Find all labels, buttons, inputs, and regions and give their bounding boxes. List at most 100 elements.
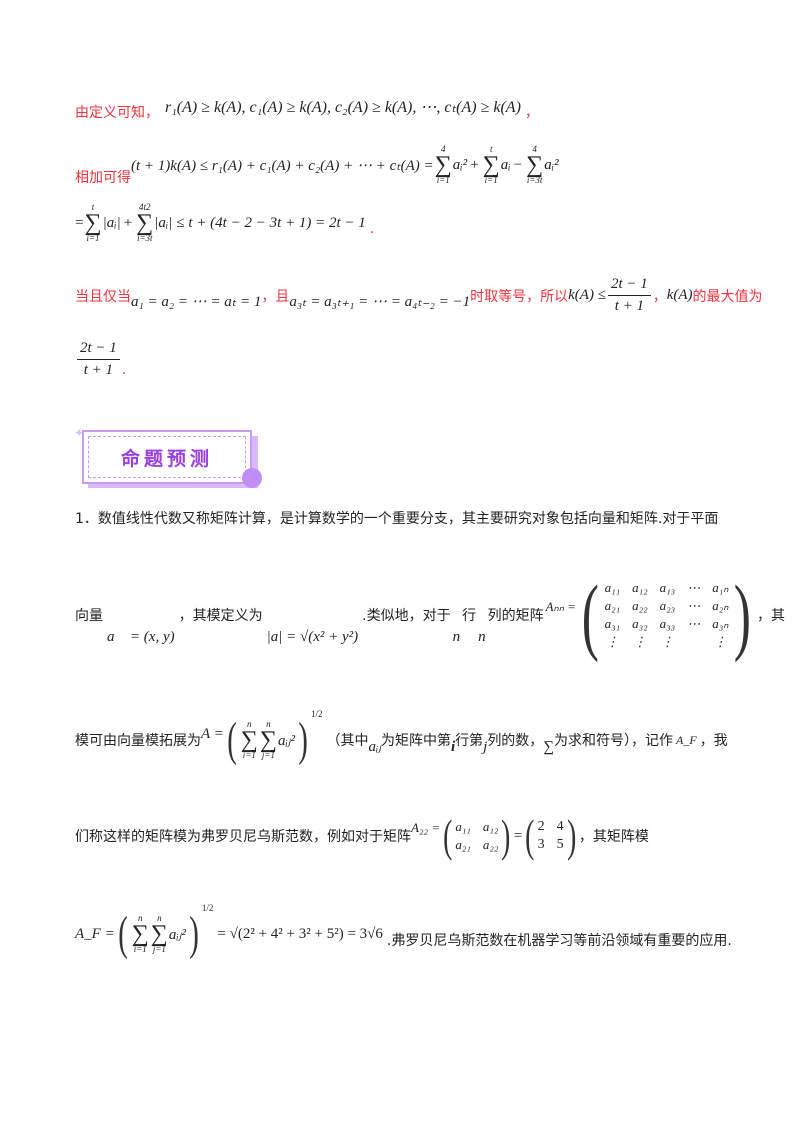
math: j [483,738,488,755]
sum-symbol: n∑j=1 [150,913,168,954]
sum-symbol: 4t2∑i=3t [136,202,154,243]
matrix-cell [687,634,700,650]
sum-symbol: 4∑i=3t [526,144,544,185]
norm-def: |a| = √(x² + y²) [266,628,359,645]
op: = [75,214,84,231]
lower: i=1 [242,750,256,760]
banner-title: 命题预测 [120,447,213,470]
math: A_F [676,732,697,747]
exponent: 1/2 [201,903,214,913]
label: 相加可得 [75,170,131,186]
matrix-cell: a₂ₙ [712,598,729,613]
matrix-cell: a₁₂ [632,580,648,595]
text: 们称这样的矩阵模为弗罗贝尼乌斯范数，例如对于矩阵 [75,829,411,845]
text: 当且仅当 [75,288,131,305]
math-n: n [478,628,486,645]
upper: n [137,913,143,923]
planet-icon [242,468,262,488]
exponent: 1/2 [310,709,323,719]
text: 时取等号，所以 [470,288,569,305]
lower: j=1 [152,944,166,954]
denominator: t + 1 [614,298,644,315]
matrix-cell: 3 [537,837,545,852]
text: ，其矩阵模 [578,829,649,845]
text: 为矩阵中第 [380,733,451,749]
matrix-cell: 4 [556,819,564,834]
op: + [470,156,479,173]
term: |aᵢ| [102,214,121,231]
matrix-cell: a₂₃ [659,598,676,613]
op: + [123,214,133,231]
math: i [450,738,456,755]
text: .弗罗贝尼乌斯范数在机器学习等前沿领域有重要的应用. [386,933,732,949]
upper: t [489,144,493,154]
matrix-cell: a₃₁ [604,616,621,631]
matrix-cell: a₂₁ [455,837,471,852]
matrix-definition-line: 向量 a⃗ = (x, y) ，其模定义为 |a| = √(x² + y²) .… [75,567,786,663]
sigma-symbol: ∑ [543,738,555,755]
problem-intro: 1．数值线性代数又称矩阵计算，是计算数学的一个重要分支，其主要研究对象包括向量和… [75,511,719,527]
text: .类似地，对于 [362,608,451,624]
matrix-cell: a₂₁ [604,598,621,613]
math: a₁ = a₂ = ⋯ = aₜ = 1 [131,294,262,311]
matrix-cell: a₁ₙ [712,580,729,595]
matrix-cell: ⋮ [605,634,619,649]
punct: . [121,361,127,378]
lower: i=3t [526,175,543,185]
text: 的最大值为 [692,288,763,305]
math: k(A) ≤ [568,287,606,304]
line-sum: 相加可得 (t + 1)k(A) ≤ r₁(A) + c₁(A) + c₂(A)… [75,144,559,187]
matrix-cell: 2 [537,819,545,834]
lower: i=1 [436,175,450,185]
text: （其中 [326,733,369,749]
vector-def: a⃗ = (x, y) [107,628,175,645]
math: aᵢⱼ [368,738,381,755]
matrix-name: Aₙₙ = [545,599,576,614]
lower: i=1 [86,233,100,243]
lower: i=3t [136,233,153,243]
numerator: 2t − 1 [607,276,651,297]
matrix-cell: a₂₂ [632,598,648,613]
matrix-cell: a₁₂ [482,819,499,834]
sum-symbol: n∑j=1 [259,719,277,760]
matrix-cell: 5 [556,837,564,852]
math: k(A) [666,287,693,304]
lower: j=1 [261,750,275,760]
line-definition: 由定义可知， r₁(A) ≥ k(A), c₁(A) ≥ k(A), c₂(A)… [75,99,539,122]
matrix-cell: a₁₁ [455,819,471,834]
frobenius-line: 模可由向量模拓展为 A = ( n∑i=1 n∑j=1 aᵢⱼ² ) 1/2 （… [75,709,728,766]
banner-frame: 命题预测 [82,430,252,484]
matrix-cell: ⋮ [713,634,727,649]
upper: t [91,202,95,212]
text: 行 [462,608,477,624]
math: A_F = [75,925,115,942]
math: A₂₂ = [411,820,441,835]
math: a₃ₜ = a₃ₜ₊₁ = ⋯ = a₄ₜ₋₂ = −1 [289,294,471,311]
upper: 4t2 [138,202,151,212]
text: 列的矩阵 [487,608,544,624]
text: 行第 [455,733,484,749]
math-n: n [452,628,461,645]
punct: . [369,221,375,237]
op: − [513,156,523,173]
label: 由定义可知， [75,105,159,121]
example-result: A_F = ( n∑i=1 n∑j=1 aᵢⱼ² ) 1/2 = √(2² + … [75,903,732,960]
inequality-chain: r₁(A) ≥ k(A), c₁(A) ≥ k(A), c₂(A) ≥ k(A)… [165,99,521,116]
line-bound: = t∑i=1 |aᵢ| + 4t2∑i=3t |aᵢ| ≤ t + (4t −… [75,203,374,243]
numerator: 2t − 1 [77,340,120,361]
op: = [513,827,523,844]
matrix-cell: a₃₃ [659,616,676,631]
lower: i=1 [133,944,147,954]
upper: n [266,719,271,729]
term: aᵢⱼ² [277,732,295,749]
matrix-cell: ⋯ [687,616,701,631]
matrix-cell: ⋯ [687,598,701,613]
text: ， [652,288,667,305]
